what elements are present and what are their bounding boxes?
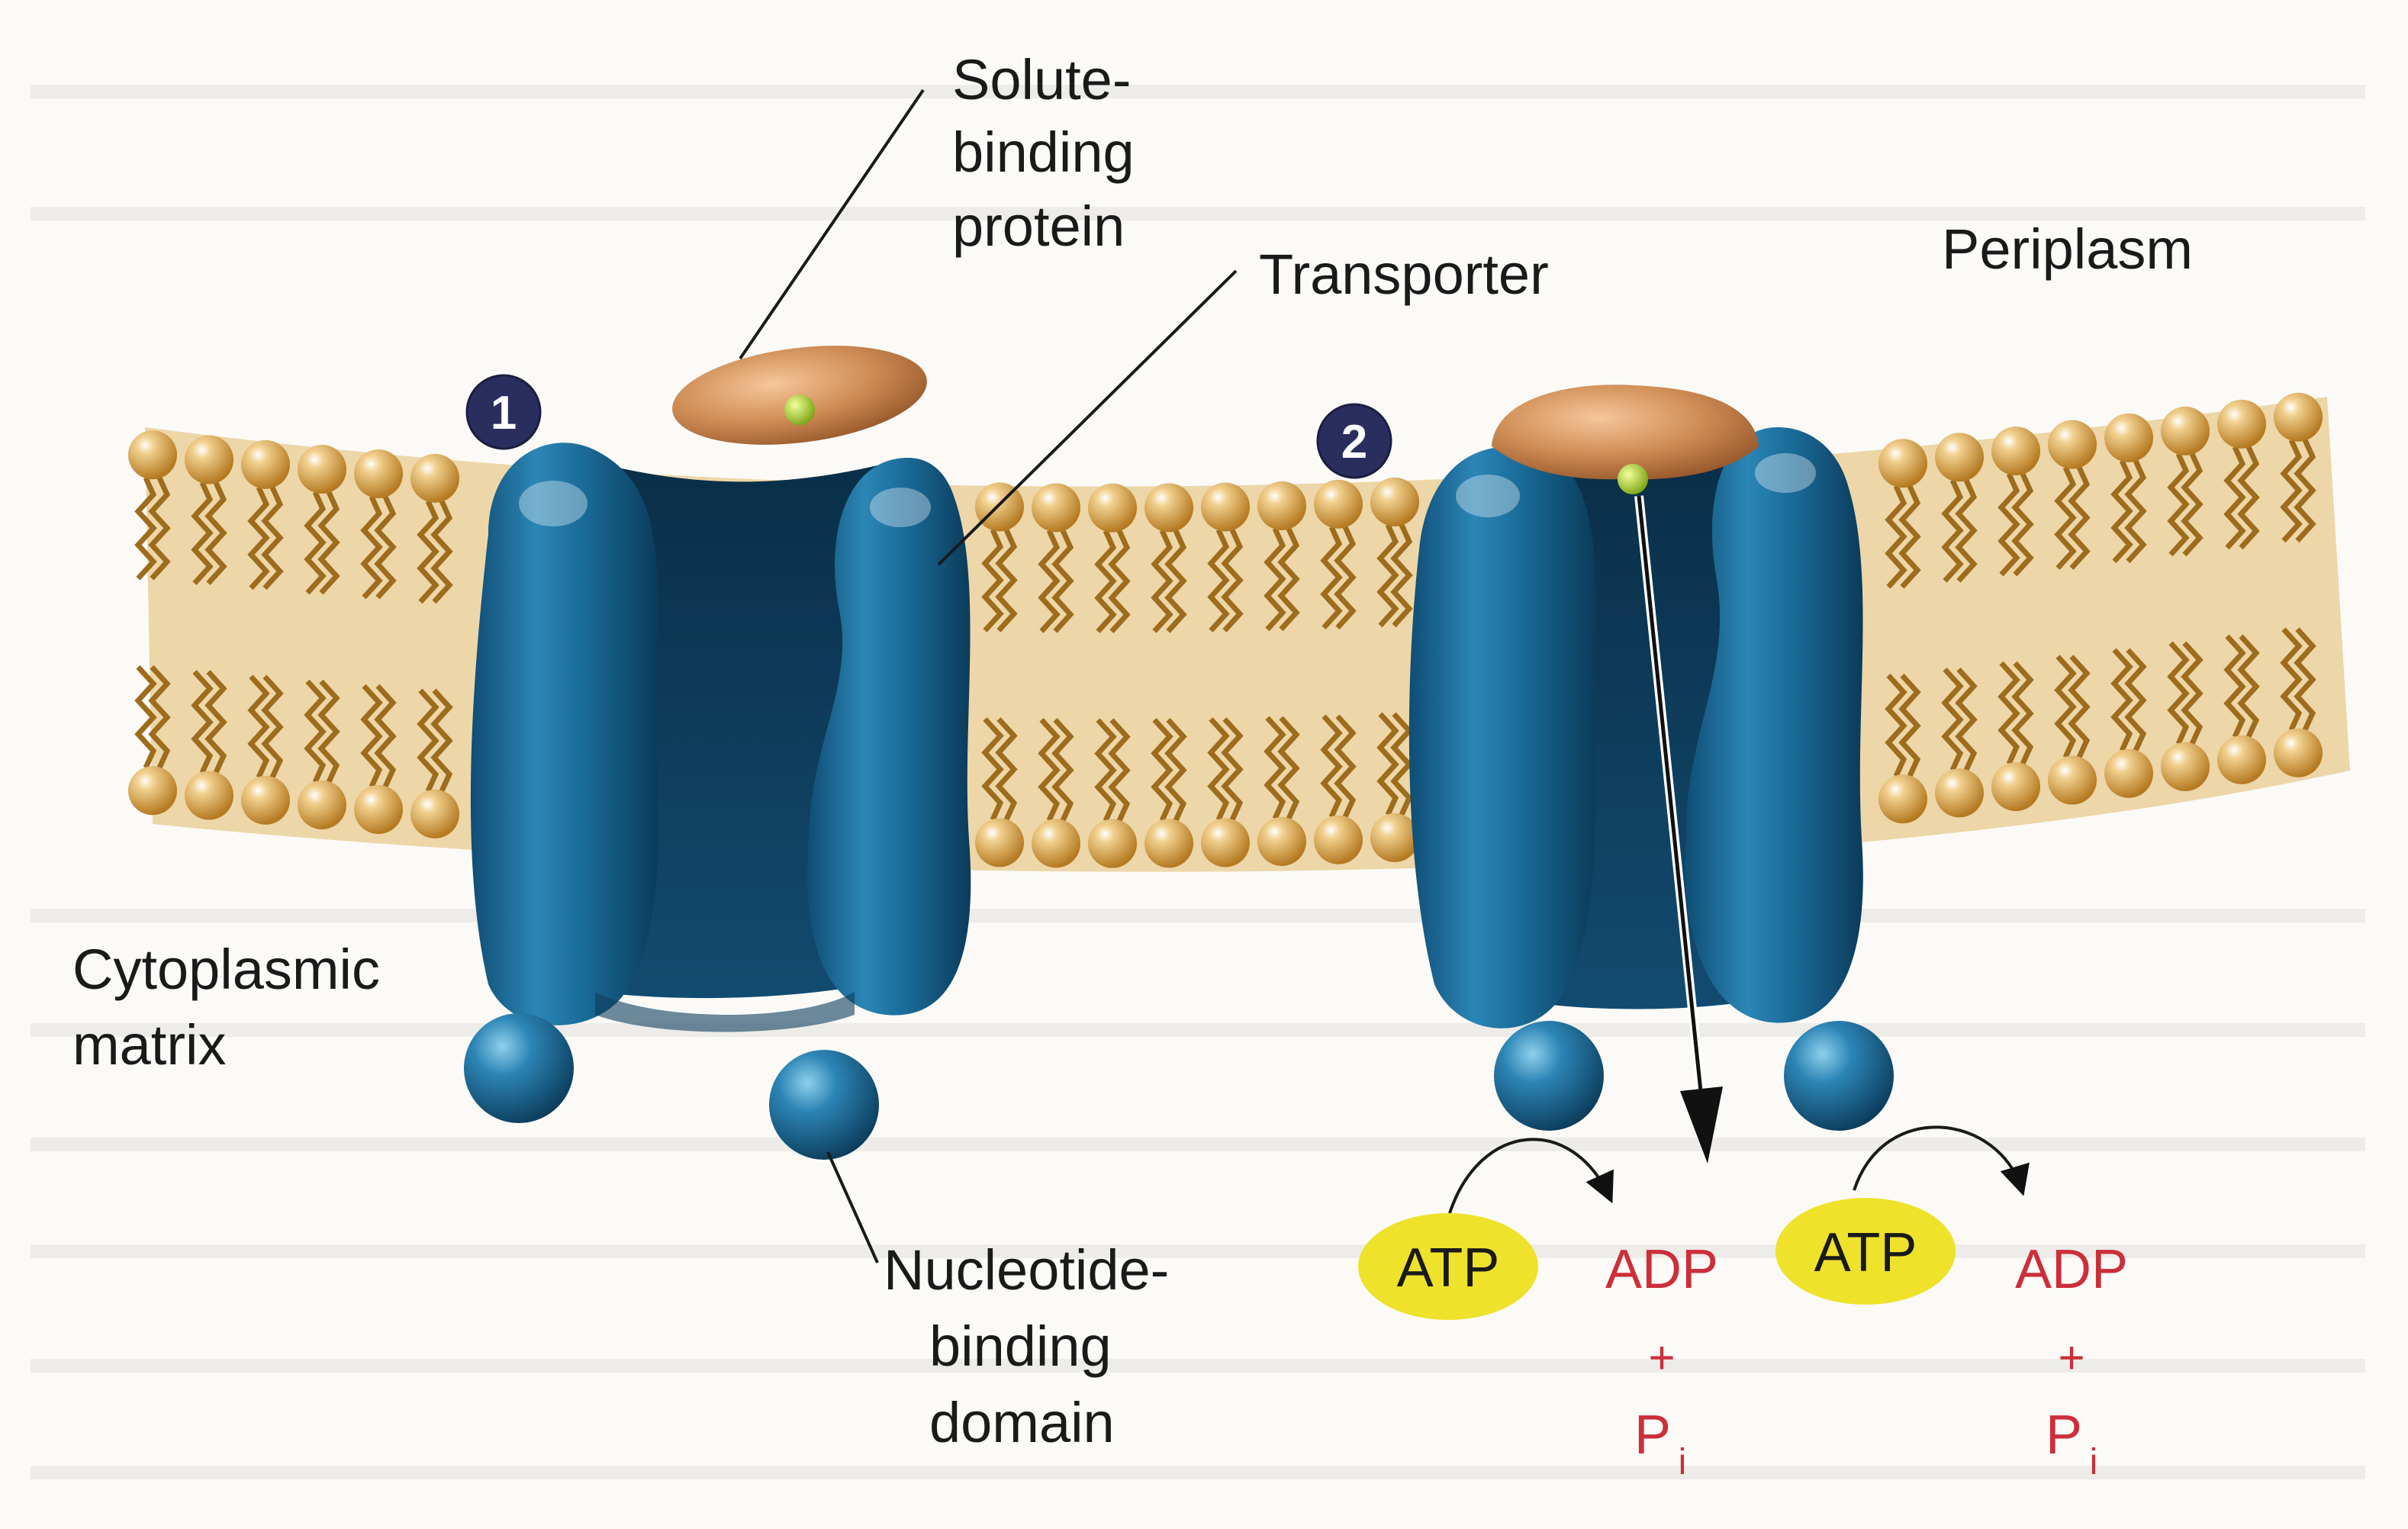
svg-text:protein: protein (952, 195, 1125, 258)
svg-text:ADP: ADP (1605, 1239, 1718, 1300)
atp-oval-2 (1775, 1198, 1956, 1305)
atp-hydrolysis-2: ATP ADP + P i (1775, 1125, 2128, 1482)
svg-text:binding: binding (929, 1315, 1112, 1378)
label-transporter: Transporter (1259, 243, 1549, 306)
lipid-heads-outer (128, 392, 2323, 533)
label-cytoplasmic-matrix: Cytoplasmic matrix (72, 938, 380, 1077)
atp-oval-1 (1358, 1213, 1538, 1320)
svg-text:ADP: ADP (2015, 1239, 2128, 1300)
leader-lines (739, 89, 1238, 1263)
svg-text:Nucleotide-: Nucleotide- (884, 1238, 1169, 1302)
background-bleed-lines (31, 85, 2365, 1479)
svg-text:ATP: ATP (1397, 1238, 1500, 1299)
solute-binding-protein-docked (1492, 385, 1759, 494)
translocation-arrowhead (1680, 1086, 1723, 1164)
nucleotide-binding-domain-2b (1784, 1021, 1894, 1131)
svg-text:i: i (1679, 1442, 1687, 1482)
hydrolysis-curve-arrow-1 (1448, 1138, 1614, 1214)
lipid-tails-inner (134, 627, 2316, 822)
transporter-1-right-subunit (807, 458, 971, 1016)
svg-text:+: + (2058, 1332, 2084, 1383)
svg-text:Solute-: Solute- (952, 48, 1131, 111)
solute-molecule-2 (1618, 464, 1648, 494)
svg-text:matrix: matrix (72, 1013, 226, 1077)
svg-text:i: i (2090, 1442, 2098, 1482)
lipid-tails-outer (134, 439, 2316, 634)
leader-nucleotide-binding-domain (826, 1151, 879, 1263)
lipid-heads-inner (128, 728, 2323, 868)
step-badge-2: 2 (1316, 403, 1392, 479)
nucleotide-binding-domain-2a (1494, 1021, 1604, 1131)
svg-text:P: P (2046, 1405, 2082, 1466)
svg-text:P: P (1634, 1405, 1671, 1466)
label-solute-binding-protein: Solute- binding protein (952, 48, 1135, 258)
solute-molecule-1 (784, 394, 815, 425)
svg-text:domain: domain (929, 1391, 1115, 1454)
svg-text:ATP: ATP (1814, 1222, 1917, 1283)
transporter-1-left-subunit (470, 443, 659, 1025)
svg-text:Cytoplasmic: Cytoplasmic (72, 938, 380, 1001)
transporter-2-left-subunit (1408, 446, 1596, 1028)
label-nucleotide-binding-domain: Nucleotide- binding domain (884, 1238, 1169, 1454)
svg-text:binding: binding (952, 121, 1135, 184)
step-badge-1: 1 (465, 374, 542, 450)
label-periplasm: Periplasm (1942, 217, 2193, 281)
transporter-2-right-subunit (1685, 427, 1863, 1023)
leader-transporter (937, 269, 1238, 566)
leader-solute-binding-protein (739, 89, 925, 360)
transporter-1 (464, 443, 971, 1160)
svg-text:+: + (1648, 1332, 1675, 1383)
solute-binding-protein-free (672, 346, 927, 445)
svg-text:1: 1 (491, 387, 517, 439)
atp-hydrolysis-1: ATP ADP + P i (1358, 1138, 1718, 1482)
lipid-bilayer (128, 392, 2350, 872)
hydrolysis-curve-arrow-2 (1853, 1125, 2030, 1196)
nucleotide-binding-domain-1b (769, 1050, 879, 1160)
nucleotide-binding-domain-1a (464, 1013, 574, 1123)
transporter-2 (1408, 427, 1894, 1131)
svg-text:2: 2 (1341, 416, 1367, 468)
